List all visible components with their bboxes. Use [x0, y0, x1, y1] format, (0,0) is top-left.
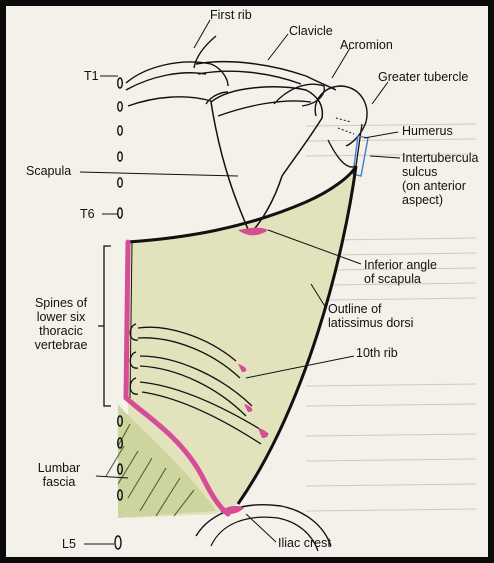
label-spines-lower-six: Spines of lower six thoracic vertebrae	[24, 296, 98, 352]
label-outline-latissimus: Outline of latissimus dorsi	[328, 302, 413, 330]
label-acromion: Acromion	[340, 38, 393, 52]
diagram-page: First rib Clavicle Acromion Greater tube…	[6, 6, 488, 557]
label-l5: L5	[62, 537, 76, 551]
label-first-rib: First rib	[210, 8, 252, 22]
label-intertubercular-sulcus: Intertubercula sulcus (on anterior aspec…	[402, 151, 478, 207]
label-iliac-crest: Iliac crest	[278, 536, 331, 550]
label-clavicle: Clavicle	[289, 24, 333, 38]
label-greater-tubercle: Greater tubercle	[378, 70, 468, 84]
label-scapula: Scapula	[26, 164, 71, 178]
label-inferior-angle: Inferior angle of scapula	[364, 258, 437, 286]
label-t1: T1	[84, 69, 99, 83]
label-lumbar-fascia: Lumbar fascia	[24, 461, 94, 489]
shoulder-bones	[126, 36, 336, 106]
spines-bracket	[98, 246, 111, 406]
scapula-spine	[218, 101, 311, 116]
label-t6: T6	[80, 207, 95, 221]
label-humerus: Humerus	[402, 124, 453, 138]
label-10th-rib: 10th rib	[356, 346, 398, 360]
